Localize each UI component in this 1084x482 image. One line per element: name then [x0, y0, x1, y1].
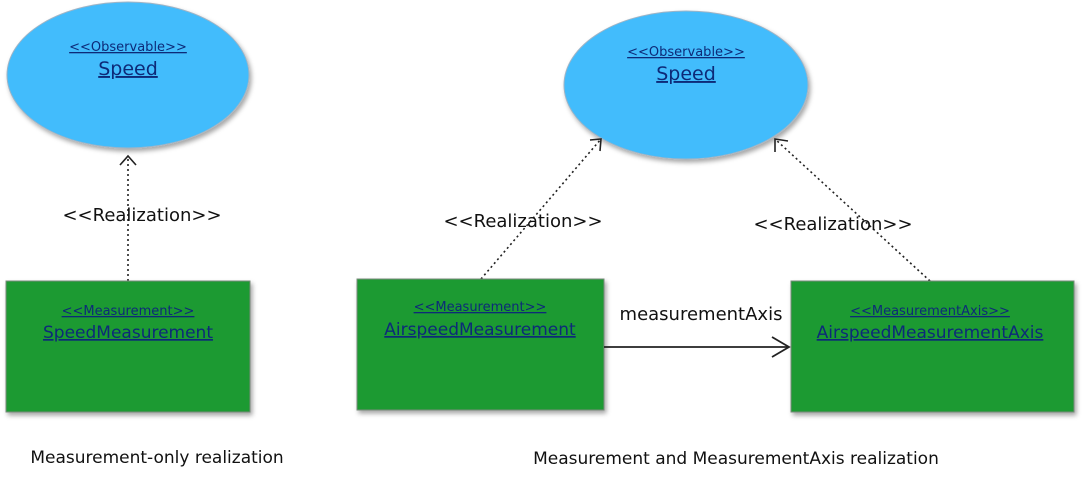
left-measurement-node[interactable]: <<Measurement>> SpeedMeasurement	[5, 280, 251, 413]
right-measurement-stereotype: <<Measurement>>	[414, 300, 547, 315]
right-measurement-axis-stereotype: <<MeasurementAxis>>	[850, 304, 1010, 319]
right-realization-label-2: <<Realization>>	[753, 214, 912, 235]
right-observable-ellipse	[563, 10, 809, 160]
right-measurement-axis-node[interactable]: <<MeasurementAxis>> AirspeedMeasurementA…	[790, 280, 1075, 413]
right-observable-name: Speed	[656, 63, 716, 85]
right-realization-label-1: <<Realization>>	[443, 211, 602, 232]
right-caption: Measurement and MeasurementAxis realizat…	[533, 449, 939, 469]
left-realization-arrowhead	[119, 154, 137, 166]
left-measurement-name: SpeedMeasurement	[43, 323, 213, 343]
left-measurement-box	[5, 280, 251, 413]
right-observable-node[interactable]: <<Observable>> Speed	[563, 10, 809, 160]
left-observable-stereotype: <<Observable>>	[69, 40, 187, 55]
association-connector[interactable]	[604, 336, 791, 358]
left-observable-ellipse	[6, 1, 250, 149]
right-observable-stereotype: <<Observable>>	[627, 45, 745, 60]
left-panel: <<Observable>> Speed <<Realization>> <<M…	[5, 1, 284, 468]
right-realization-arrowhead-2	[774, 138, 789, 152]
right-measurement-axis-name: AirspeedMeasurementAxis	[817, 323, 1044, 343]
left-observable-node[interactable]: <<Observable>> Speed	[6, 1, 250, 149]
right-panel: <<Observable>> Speed <<Realization>> <<R…	[356, 10, 1075, 469]
right-realization-line-2	[774, 138, 931, 282]
right-measurement-box	[356, 278, 605, 411]
left-observable-name: Speed	[98, 58, 158, 80]
left-realization-connector[interactable]	[119, 154, 137, 281]
left-measurement-stereotype: <<Measurement>>	[62, 304, 195, 319]
right-measurement-axis-box	[790, 280, 1075, 413]
right-realization-connector-1[interactable]	[480, 138, 602, 280]
left-caption: Measurement-only realization	[30, 448, 283, 468]
association-label: measurementAxis	[620, 304, 783, 325]
left-realization-label: <<Realization>>	[62, 205, 221, 226]
right-realization-arrowhead-1	[589, 138, 602, 152]
right-realization-connector-2[interactable]	[774, 138, 931, 282]
right-measurement-name: AirspeedMeasurement	[384, 320, 576, 340]
right-realization-line-1	[480, 138, 602, 280]
right-measurement-node[interactable]: <<Measurement>> AirspeedMeasurement	[356, 278, 605, 411]
association-arrowhead	[771, 336, 791, 358]
